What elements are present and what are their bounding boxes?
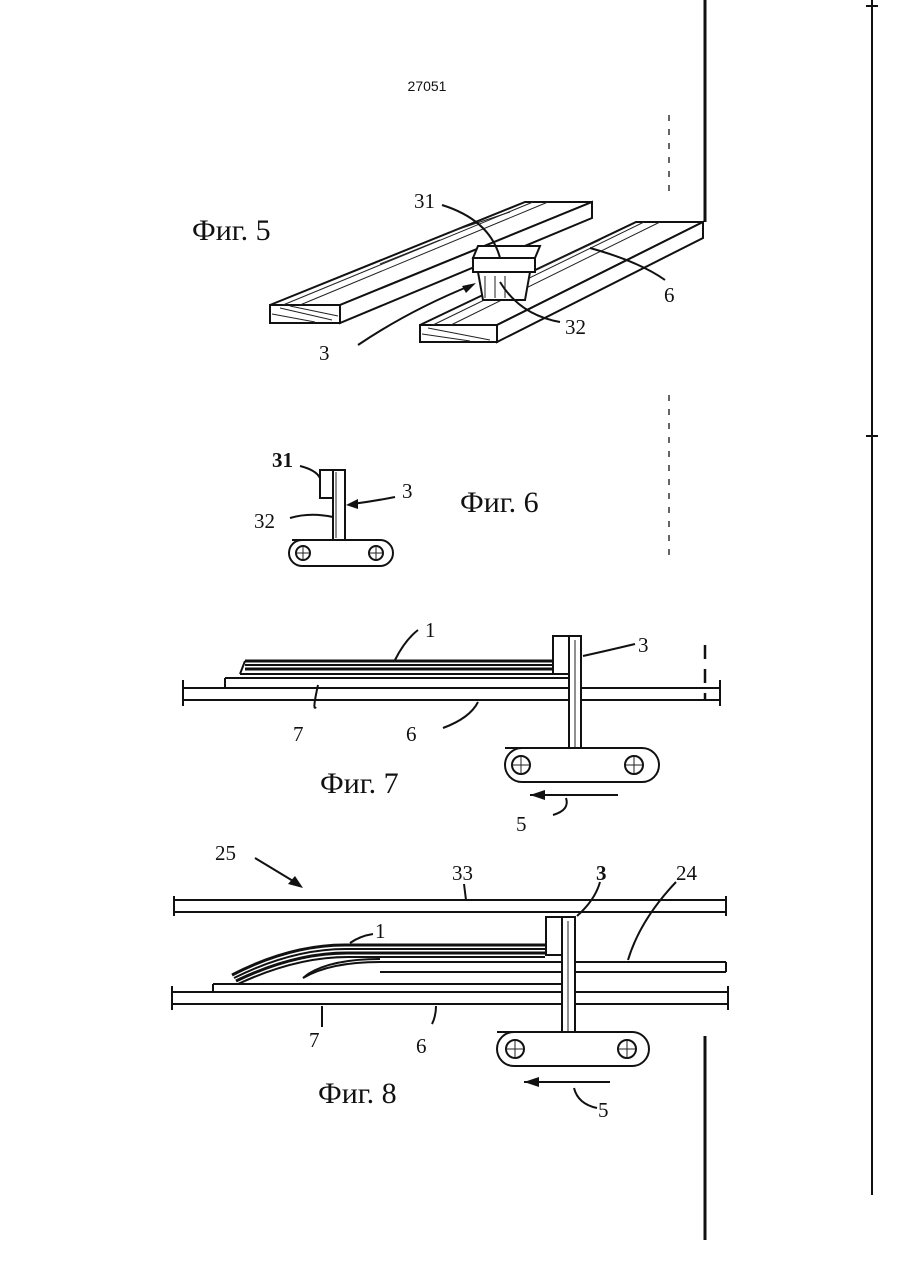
fig5-label-6: 6	[664, 283, 675, 307]
fig8-label-5: 5	[598, 1098, 609, 1122]
fig7-base-rail	[183, 680, 720, 706]
fig8-caption: Фиг. 8	[318, 1077, 397, 1110]
fig8-label-3: 3	[596, 861, 607, 885]
fig7-stop	[505, 636, 659, 782]
fig8-label-7: 7	[309, 1028, 320, 1052]
fig7-sheet-stack	[240, 661, 555, 674]
fig8-curved-guide	[303, 959, 726, 978]
figure-8: 25 33 3 24 1 7 6 5 Фиг. 8	[172, 841, 728, 1122]
fig5-caption: Фиг. 5	[192, 214, 271, 247]
fig8-label-1: 1	[375, 919, 386, 943]
fig5-label-32: 32	[565, 315, 586, 339]
figure-7: 1 3 7 6 5 Фиг. 7	[183, 618, 720, 836]
document-number: 27051	[408, 78, 447, 94]
figure-5: 31 6 32 3 Фиг. 5	[192, 189, 703, 365]
fig5-label-3: 3	[319, 341, 330, 365]
fig8-label-24: 24	[676, 861, 698, 885]
fig8-top-guide	[174, 896, 726, 916]
fig7-label-3: 3	[638, 633, 649, 657]
fig8-label-6: 6	[416, 1034, 427, 1058]
fig6-label-3: 3	[402, 479, 413, 503]
fig7-label-5: 5	[516, 812, 527, 836]
fig7-caption: Фиг. 7	[320, 767, 399, 800]
fig6-stop-profile	[289, 470, 393, 566]
fig5-label-31: 31	[414, 189, 435, 213]
fig7-label-7: 7	[293, 722, 304, 746]
fig7-plate	[225, 678, 570, 688]
fig8-sheet-stack	[232, 945, 545, 984]
fig8-plate	[213, 984, 570, 992]
figure-6: 31 3 32 Фиг. 6	[254, 448, 539, 566]
fig7-label-1: 1	[425, 618, 436, 642]
fig8-label-33: 33	[452, 861, 473, 885]
fig7-label-6: 6	[406, 722, 417, 746]
fig8-label-25: 25	[215, 841, 236, 865]
fig6-label-31: 31	[272, 448, 293, 472]
scan-margin-lines	[669, 0, 878, 1240]
fig6-label-32: 32	[254, 509, 275, 533]
fig8-base-rail	[172, 986, 728, 1010]
fig6-caption: Фиг. 6	[460, 486, 539, 519]
